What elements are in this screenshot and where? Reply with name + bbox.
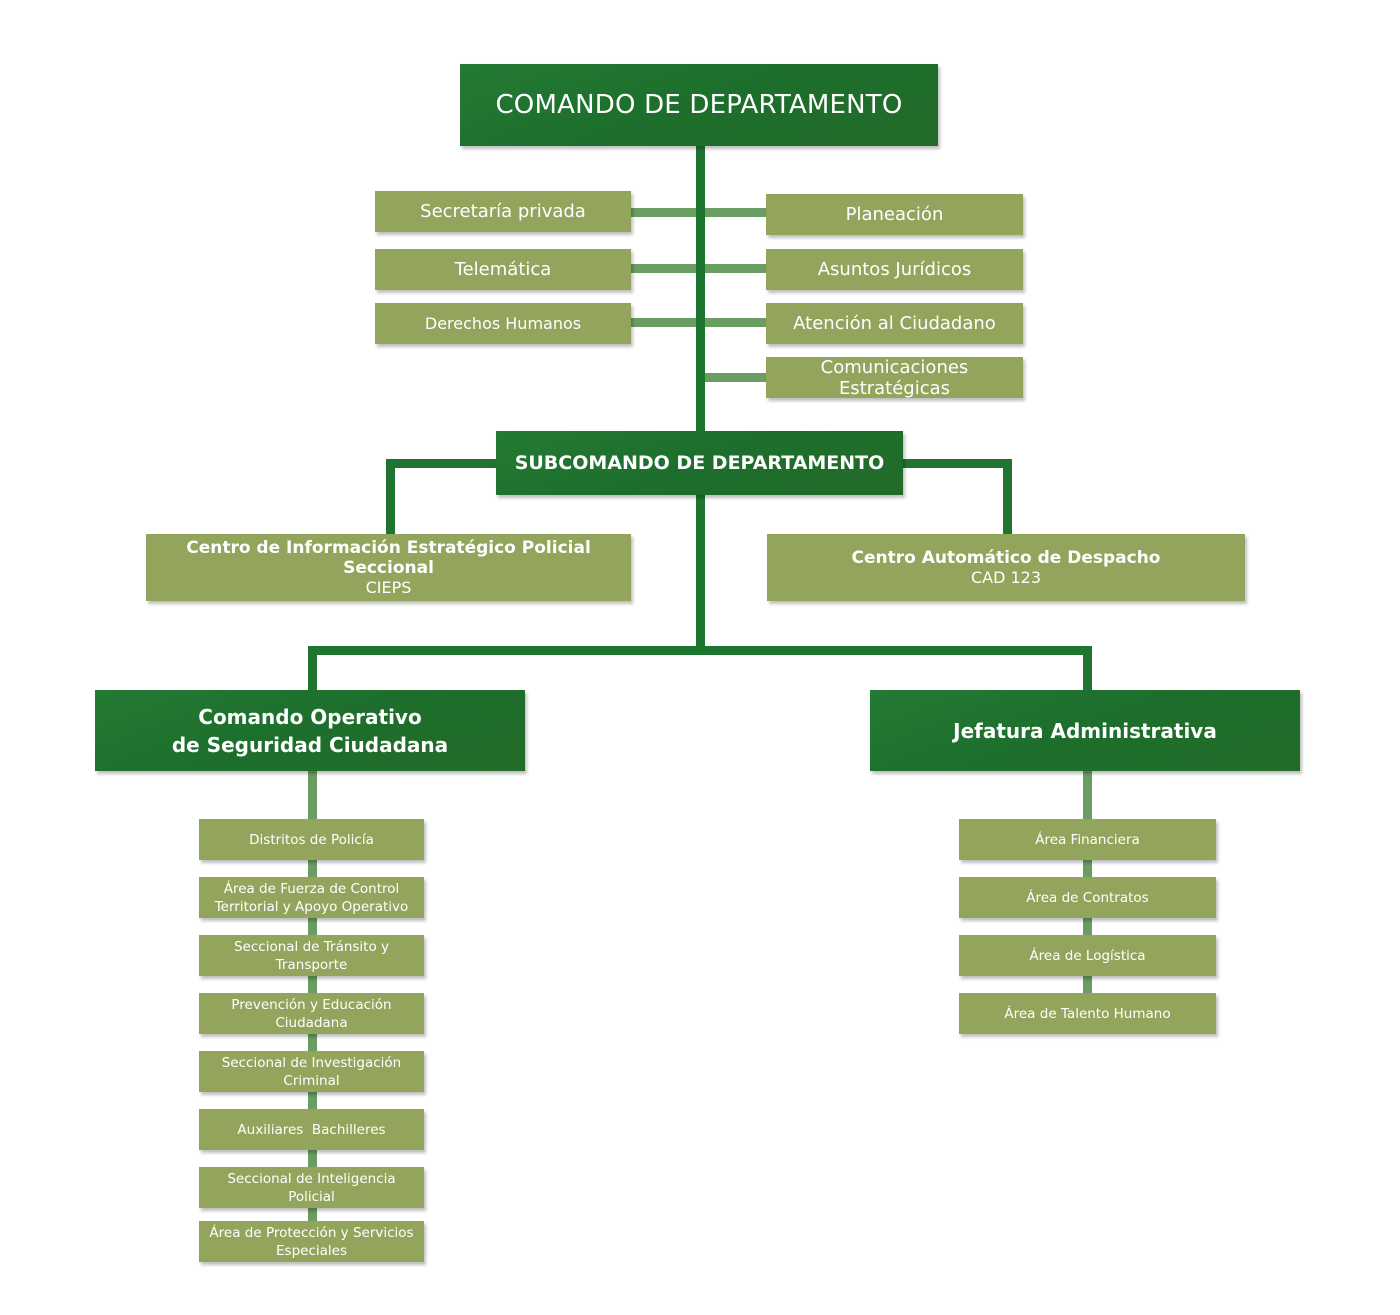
operativo-unit-box[interactable]: Prevención y Educación Ciudadana [199, 993, 424, 1034]
administrativa-unit-box[interactable]: Área de Talento Humano [959, 993, 1216, 1034]
operativo-unit-box[interactable]: Distritos de Policía [199, 819, 424, 860]
unit-label-line1: Seccional de Investigación [221, 1054, 402, 1071]
unit-label-line2: Criminal [283, 1072, 340, 1089]
jefatura-administrativa-title: Jefatura Administrativa [953, 718, 1217, 743]
unit-label-line2: Transporte [275, 956, 348, 973]
comando-departamento-title: COMANDO DE DEPARTAMENTO [495, 90, 903, 120]
administrativa-unit-box[interactable]: Área de Contratos [959, 877, 1216, 918]
staff-box-atencion-ciudadano[interactable]: Atención al Ciudadano [766, 303, 1023, 344]
unit-label-line1: Área de Fuerza de Control [223, 880, 400, 897]
staff-label: Telemática [454, 259, 552, 280]
center-acronym: CIEPS [365, 578, 412, 597]
operativo-unit-box[interactable]: Seccional de Investigación Criminal [199, 1051, 424, 1092]
center-acronym: CAD 123 [970, 568, 1042, 587]
unit-label-line1: Seccional de Tránsito y [233, 938, 390, 955]
staff-label: Planeación [845, 204, 944, 225]
staff-label: Comunicaciones Estratégicas [820, 356, 969, 399]
staff-label: Derechos Humanos [424, 314, 582, 333]
unit-label: Área de Logística [1029, 947, 1146, 964]
operativo-unit-box[interactable]: Área de Protección y Servicios Especiale… [199, 1221, 424, 1262]
operativo-unit-box[interactable]: Auxiliares Bachilleres [199, 1109, 424, 1150]
administrativa-unit-box[interactable]: Área de Logística [959, 935, 1216, 976]
subcomando-departamento-title: SUBCOMANDO DE DEPARTAMENTO [514, 452, 885, 474]
center-box-cad123[interactable]: Centro Automático de Despacho CAD 123 [767, 534, 1245, 601]
center-box-cieps[interactable]: Centro de Información Estratégico Polici… [146, 534, 631, 601]
unit-label-line1: Distritos de Policía [249, 831, 374, 848]
staff-box-telematica[interactable]: Telemática [375, 249, 631, 290]
connector-centers-right-drop [1003, 459, 1012, 536]
unit-label: Área de Talento Humano [1004, 1005, 1171, 1022]
connector-centers-left-drop [386, 459, 395, 536]
center-name: Centro de Información Estratégico Polici… [186, 538, 591, 578]
comando-departamento-box[interactable]: COMANDO DE DEPARTAMENTO [460, 64, 938, 146]
connector-main-vertical [696, 146, 705, 654]
unit-label-line2: Ciudadana [275, 1014, 348, 1031]
connector-centers-left [386, 459, 501, 468]
administrativa-unit-box[interactable]: Área Financiera [959, 819, 1216, 860]
staff-label: Atención al Ciudadano [793, 313, 996, 334]
unit-label-line1: Área de Protección y Servicios [209, 1224, 414, 1241]
unit-label-line2: Especiales [276, 1242, 347, 1259]
center-name: Centro Automático de Despacho [851, 548, 1161, 568]
connector-branch-horizontal [308, 646, 1092, 655]
jefatura-administrativa-box[interactable]: Jefatura Administrativa [870, 690, 1300, 771]
staff-label: Secretaría privada [420, 201, 586, 222]
unit-label-line1: Seccional de Inteligencia [227, 1170, 396, 1187]
unit-label-line1: Auxiliares Bachilleres [237, 1121, 386, 1138]
operativo-unit-box[interactable]: Seccional de Tránsito y Transporte [199, 935, 424, 976]
unit-label: Área de Contratos [1026, 889, 1149, 906]
staff-box-asuntos-juridicos[interactable]: Asuntos Jurídicos [766, 249, 1023, 290]
unit-label: Área Financiera [1035, 831, 1140, 848]
connector-branch-right-drop [1083, 646, 1092, 692]
staff-box-planeacion[interactable]: Planeación [766, 194, 1023, 235]
staff-label: Asuntos Jurídicos [817, 259, 972, 280]
operativo-unit-box[interactable]: Seccional de Inteligencia Policial [199, 1167, 424, 1208]
staff-box-derechos-humanos[interactable]: Derechos Humanos [375, 303, 631, 344]
connector-staff-row4 [704, 373, 766, 382]
connector-centers-right [900, 459, 1012, 468]
staff-box-secretaria[interactable]: Secretaría privada [375, 191, 631, 232]
comando-operativo-title-line2: de Seguridad Ciudadana [171, 732, 449, 757]
comando-operativo-title-line1: Comando Operativo [198, 704, 422, 729]
operativo-unit-box[interactable]: Área de Fuerza de Control Territorial y … [199, 877, 424, 918]
connector-branch-left-drop [308, 646, 317, 692]
unit-label-line2: Territorial y Apoyo Operativo [214, 898, 409, 915]
comando-operativo-box[interactable]: Comando Operativo de Seguridad Ciudadana [95, 690, 525, 771]
unit-label-line1: Prevención y Educación [231, 996, 392, 1013]
unit-label-line2: Policial [288, 1188, 335, 1205]
staff-box-comunicaciones[interactable]: Comunicaciones Estratégicas [766, 356, 1023, 399]
subcomando-departamento-box[interactable]: SUBCOMANDO DE DEPARTAMENTO [496, 431, 903, 495]
